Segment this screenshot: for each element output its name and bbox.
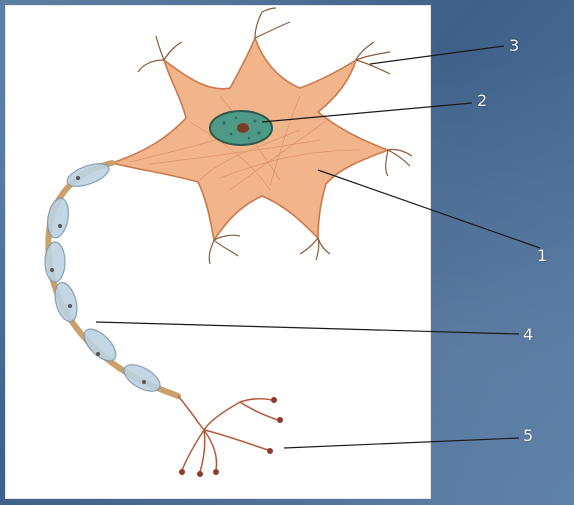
callout-2: 2 [477, 93, 487, 109]
pointer-1 [318, 170, 540, 248]
axon-terminal-branches [178, 396, 278, 472]
pointer-4 [96, 322, 519, 334]
pointer-3 [370, 46, 504, 64]
callout-4: 4 [523, 327, 533, 343]
callout-3: 3 [509, 38, 519, 54]
nucleolus [237, 123, 249, 133]
callout-5: 5 [523, 428, 533, 444]
axon [48, 163, 178, 396]
pointer-5 [284, 438, 519, 448]
callout-1: 1 [537, 248, 547, 264]
